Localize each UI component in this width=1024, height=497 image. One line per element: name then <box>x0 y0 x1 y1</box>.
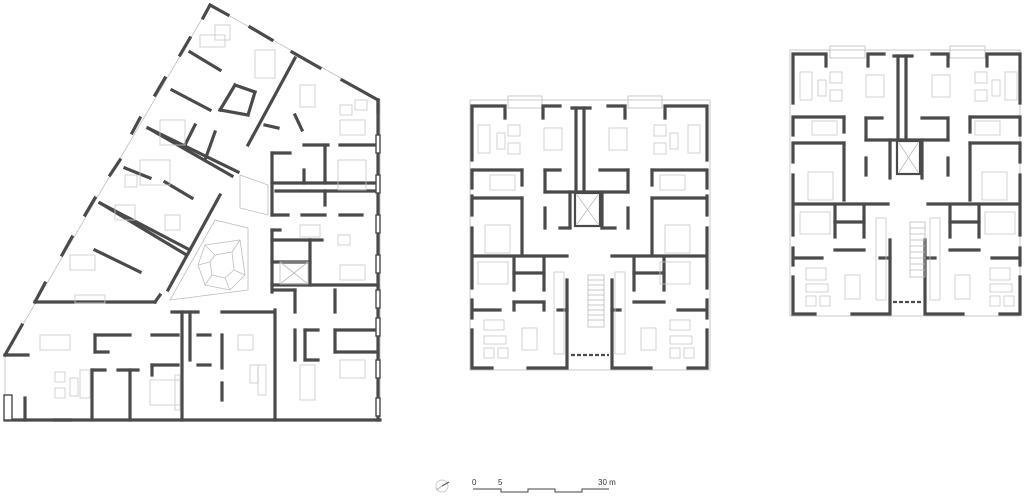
building-c-elevator-shaft <box>895 139 922 176</box>
building-c-furniture <box>799 71 1018 307</box>
building-a-elevator-shaft <box>279 261 309 285</box>
building-b-staircase <box>571 274 609 357</box>
building-a-furniture <box>39 24 368 411</box>
building-c-staircase <box>893 221 926 304</box>
building-c-walls <box>791 52 1022 316</box>
scale-bar: 0 5 30 m <box>472 478 616 493</box>
building-b-plan <box>469 95 711 371</box>
building-a-plan <box>2 2 382 422</box>
building-a-east-windows <box>375 134 381 417</box>
building-a-spiral-staircase <box>169 174 269 301</box>
building-c-plan <box>789 45 1022 317</box>
north-arrow-icon <box>435 479 450 493</box>
scale-label-mid: 5 <box>498 478 503 487</box>
building-b-walls <box>470 104 709 370</box>
building-a-east-wing <box>270 143 380 362</box>
scale-label-end: 30 m <box>598 478 616 487</box>
building-b-furniture <box>477 124 701 359</box>
building-b-elevator-shaft <box>573 191 602 228</box>
scale-label-start: 0 <box>472 478 477 487</box>
